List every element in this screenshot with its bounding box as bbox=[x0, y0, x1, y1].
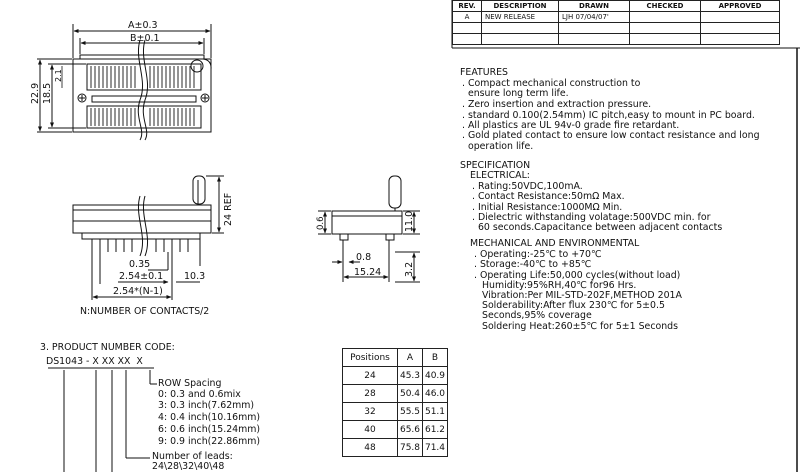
mechanical-line: . Storage:-40℃ to +85℃ bbox=[474, 259, 592, 270]
feature-line: . Zero insertion and extraction pressure… bbox=[462, 99, 652, 110]
b-cell: 61.2 bbox=[422, 420, 448, 439]
b-cell: 40.9 bbox=[422, 366, 448, 385]
approved-cell bbox=[700, 11, 780, 23]
revision-row bbox=[452, 33, 780, 45]
mechanical-line: Solderability:After flux 230℃ for 5±0.5 bbox=[482, 300, 665, 311]
dim-0-6: 0.6 bbox=[316, 216, 326, 230]
mechanical-line: Humidity:95%RH,40℃ for96 Hrs. bbox=[482, 280, 637, 291]
product-code-title: 3. PRODUCT NUMBER CODE: bbox=[40, 342, 175, 353]
mechanical-title: MECHANICAL AND ENVIRONMENTAL bbox=[470, 238, 640, 249]
side-view bbox=[318, 175, 420, 283]
dim-24-ref: 24 REF bbox=[223, 193, 234, 226]
rev-cell: A bbox=[452, 11, 482, 23]
mechanical-line: . Operating:-25℃ to +70℃ bbox=[474, 249, 602, 260]
electrical-line: . Initial Resistance:1000MΩ Min. bbox=[472, 202, 623, 213]
dim-2-1: 2.1 bbox=[54, 69, 63, 82]
positions-cell: 48 bbox=[342, 438, 398, 457]
dim-15-24: 15.24 bbox=[354, 267, 381, 278]
dim-22-9: 22.9 bbox=[30, 83, 41, 104]
product-code-leaders bbox=[48, 367, 157, 472]
row-spacing-option: 4: 0.4 inch(10.16mm) bbox=[158, 412, 261, 423]
dim-18-5: 18.5 bbox=[42, 83, 53, 104]
feature-line: . Compact mechanical construction to bbox=[462, 78, 641, 89]
description-header: DESCRIPTION bbox=[481, 0, 559, 12]
dim-2-54: 2.54±0.1 bbox=[119, 271, 163, 282]
feature-line: . standard 0.100(2.54mm) IC pitch,easy t… bbox=[462, 110, 755, 121]
mechanical-line: Seconds,95% coverage bbox=[482, 310, 592, 321]
description-cell: NEW RELEASE bbox=[481, 11, 559, 23]
revision-row bbox=[452, 22, 780, 34]
a-header: A bbox=[397, 348, 423, 367]
b-header: B bbox=[422, 348, 448, 367]
top-view bbox=[37, 24, 212, 141]
positions-cell: 32 bbox=[342, 402, 398, 421]
b-cell: 46.0 bbox=[422, 384, 448, 403]
table-row: 32 55.5 51.1 bbox=[342, 402, 448, 421]
positions-cell: 24 bbox=[342, 366, 398, 385]
dim-0-8: 0.8 bbox=[356, 252, 371, 263]
revision-row: A NEW RELEASE LJH 07/04/07' bbox=[452, 11, 780, 23]
feature-line: operation life. bbox=[462, 141, 534, 152]
mechanical-line: Vibration:Per MIL-STD-202F,METHOD 201A bbox=[482, 290, 682, 301]
dim-a: A±0.3 bbox=[128, 20, 158, 31]
feature-line: . Gold plated contact to ensure low cont… bbox=[462, 130, 760, 141]
electrical-line: . Rating:50VDC,100mA. bbox=[472, 181, 583, 192]
positions-cell: 28 bbox=[342, 384, 398, 403]
table-row: 40 65.6 61.2 bbox=[342, 420, 448, 439]
electrical-title: ELECTRICAL: bbox=[470, 170, 530, 181]
electrical-line: 60 seconds.Capacitance between adjacent … bbox=[472, 222, 723, 233]
a-cell: 75.8 bbox=[397, 438, 423, 457]
feature-line: . All plastics are UL 94v-0 grade fire r… bbox=[462, 120, 680, 131]
dim-11-0: 11.0 bbox=[404, 211, 415, 232]
front-view bbox=[72, 175, 224, 300]
electrical-line: . Dielectric withstanding volatage:500VD… bbox=[472, 212, 711, 223]
table-row: 28 50.4 46.0 bbox=[342, 384, 448, 403]
row-spacing-option: 0: 0.3 and 0.6mix bbox=[158, 389, 241, 400]
dim-3-2: 3.2 bbox=[404, 262, 415, 277]
a-cell: 55.5 bbox=[397, 402, 423, 421]
leads-title: Number of leads: bbox=[152, 451, 233, 462]
drawn-header: DRAWN bbox=[558, 0, 630, 12]
positions-table: Positions A B 24 45.3 40.9 28 50.4 46.0 … bbox=[342, 348, 448, 457]
contacts-note: N:NUMBER OF CONTACTS/2 bbox=[80, 306, 210, 317]
positions-cell: 40 bbox=[342, 420, 398, 439]
positions-header-row: Positions A B bbox=[342, 348, 448, 367]
checked-header: CHECKED bbox=[629, 0, 701, 12]
dim-b: B±0.1 bbox=[130, 33, 160, 44]
rev-header: REV. bbox=[452, 0, 482, 12]
a-cell: 65.6 bbox=[397, 420, 423, 439]
checked-cell bbox=[629, 11, 701, 23]
feature-line: ensure long term life. bbox=[462, 88, 569, 99]
row-spacing-option: 3: 0.3 inch(7.62mm) bbox=[158, 400, 255, 411]
positions-header: Positions bbox=[342, 348, 398, 367]
revision-table: REV. DESCRIPTION DRAWN CHECKED APPROVED … bbox=[452, 0, 780, 45]
row-spacing-option: 9: 0.9 inch(22.86mm) bbox=[158, 436, 261, 447]
dim-10-3: 10.3 bbox=[184, 271, 205, 282]
product-code: DS1043 - X XX XX X bbox=[46, 356, 143, 367]
leads-values: 24\28\32\40\48 bbox=[152, 461, 225, 472]
table-row: 48 75.8 71.4 bbox=[342, 438, 448, 457]
b-cell: 71.4 bbox=[422, 438, 448, 457]
revision-header-row: REV. DESCRIPTION DRAWN CHECKED APPROVED bbox=[452, 0, 780, 12]
drawn-cell: LJH 07/04/07' bbox=[558, 11, 630, 23]
dim-pitch-n: 2.54*(N-1) bbox=[113, 286, 163, 297]
mechanical-line: Soldering Heat:260±5℃ for 5±1 Seconds bbox=[482, 321, 678, 332]
table-row: 24 45.3 40.9 bbox=[342, 366, 448, 385]
row-spacing-title: ROW Spacing bbox=[158, 378, 222, 389]
a-cell: 50.4 bbox=[397, 384, 423, 403]
dim-0-35: 0.35 bbox=[129, 259, 150, 270]
a-cell: 45.3 bbox=[397, 366, 423, 385]
mechanical-line: . Operating Life:50,000 cycles(without l… bbox=[474, 270, 681, 281]
spec-title: SPECIFICATION bbox=[460, 160, 531, 171]
b-cell: 51.1 bbox=[422, 402, 448, 421]
features-title: FEATURES bbox=[460, 67, 508, 78]
approved-header: APPROVED bbox=[700, 0, 780, 12]
row-spacing-option: 6: 0.6 inch(15.24mm) bbox=[158, 424, 261, 435]
electrical-line: . Contact Resistance:50mΩ Max. bbox=[472, 191, 625, 202]
